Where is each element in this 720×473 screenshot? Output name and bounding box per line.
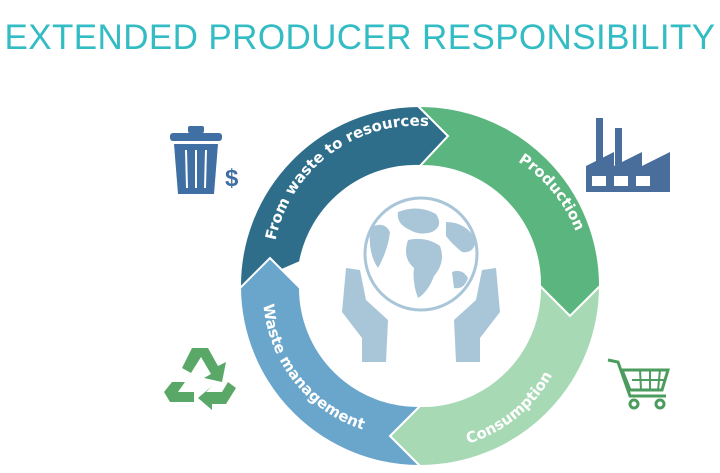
globe-icon (363, 196, 479, 312)
shopping-cart-icon (607, 358, 671, 410)
hands-icon (342, 268, 500, 362)
dollar-sign-icon: $ (225, 165, 239, 192)
recycle-icon (164, 348, 236, 410)
trash-can-icon (170, 126, 222, 194)
segment-from-waste-to-resources (238, 104, 450, 290)
page-title: EXTENDED PRODUCER RESPONSIBILITY (4, 18, 716, 57)
segment-waste-management (238, 256, 423, 468)
factory-icon (586, 118, 670, 192)
